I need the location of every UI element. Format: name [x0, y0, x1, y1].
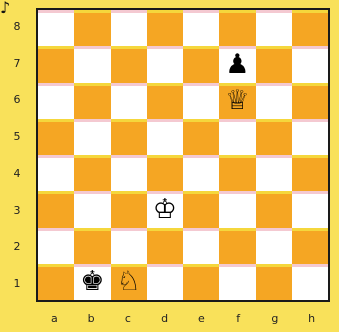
square-b2[interactable]	[74, 228, 110, 264]
square-f1[interactable]	[219, 264, 255, 300]
square-g4[interactable]	[256, 155, 292, 191]
square-d1[interactable]	[147, 264, 183, 300]
white-king-icon[interactable]: ♔	[153, 196, 177, 223]
square-d2[interactable]	[147, 228, 183, 264]
square-c3[interactable]	[111, 191, 147, 227]
rank-label-8: 8	[0, 8, 34, 45]
square-b4[interactable]	[74, 155, 110, 191]
white-knight-icon[interactable]: ♘	[117, 268, 141, 295]
file-label-g: g	[257, 306, 294, 330]
square-a7[interactable]	[38, 46, 74, 82]
square-h2[interactable]	[292, 228, 328, 264]
square-g5[interactable]	[256, 119, 292, 155]
square-d5[interactable]	[147, 119, 183, 155]
file-label-e: e	[183, 306, 220, 330]
square-c1[interactable]: ♘	[111, 264, 147, 300]
square-g1[interactable]	[256, 264, 292, 300]
rank-label-6: 6	[0, 82, 34, 119]
square-f2[interactable]	[219, 228, 255, 264]
board-frame: ♟ ♕ ♔ ♚ ♘	[36, 8, 330, 302]
square-h3[interactable]	[292, 191, 328, 227]
square-c6[interactable]	[111, 83, 147, 119]
square-a3[interactable]	[38, 191, 74, 227]
white-queen-icon[interactable]: ♕	[225, 87, 249, 114]
rank-label-5: 5	[0, 118, 34, 155]
square-f5[interactable]	[219, 119, 255, 155]
square-e1[interactable]	[183, 264, 219, 300]
square-e8[interactable]	[183, 10, 219, 46]
square-e7[interactable]	[183, 46, 219, 82]
square-d4[interactable]	[147, 155, 183, 191]
square-a1[interactable]	[38, 264, 74, 300]
square-g3[interactable]	[256, 191, 292, 227]
square-f6[interactable]: ♕	[219, 83, 255, 119]
square-b8[interactable]	[74, 10, 110, 46]
file-label-c: c	[110, 306, 147, 330]
square-c7[interactable]	[111, 46, 147, 82]
rank-label-3: 3	[0, 192, 34, 229]
file-label-f: f	[220, 306, 257, 330]
file-label-h: h	[293, 306, 330, 330]
square-g8[interactable]	[256, 10, 292, 46]
square-h6[interactable]	[292, 83, 328, 119]
square-f7[interactable]: ♟	[219, 46, 255, 82]
square-h1[interactable]	[292, 264, 328, 300]
square-f8[interactable]	[219, 10, 255, 46]
square-b3[interactable]	[74, 191, 110, 227]
square-g6[interactable]	[256, 83, 292, 119]
square-b5[interactable]	[74, 119, 110, 155]
rank-label-4: 4	[0, 155, 34, 192]
rank-label-1: 1	[0, 265, 34, 302]
square-b6[interactable]	[74, 83, 110, 119]
black-pawn-icon[interactable]: ♟	[225, 51, 249, 78]
black-king-icon[interactable]: ♚	[80, 268, 104, 295]
square-e3[interactable]	[183, 191, 219, 227]
file-label-a: a	[36, 306, 73, 330]
chessboard: ♟ ♕ ♔ ♚ ♘	[38, 10, 328, 300]
square-a4[interactable]	[38, 155, 74, 191]
square-h7[interactable]	[292, 46, 328, 82]
square-c2[interactable]	[111, 228, 147, 264]
square-e6[interactable]	[183, 83, 219, 119]
square-g7[interactable]	[256, 46, 292, 82]
rank-label-2: 2	[0, 229, 34, 266]
square-d7[interactable]	[147, 46, 183, 82]
square-h4[interactable]	[292, 155, 328, 191]
square-e4[interactable]	[183, 155, 219, 191]
square-e2[interactable]	[183, 228, 219, 264]
file-label-d: d	[146, 306, 183, 330]
square-c8[interactable]	[111, 10, 147, 46]
file-label-b: b	[73, 306, 110, 330]
square-d6[interactable]	[147, 83, 183, 119]
rank-label-7: 7	[0, 45, 34, 82]
square-a6[interactable]	[38, 83, 74, 119]
square-f4[interactable]	[219, 155, 255, 191]
square-e5[interactable]	[183, 119, 219, 155]
square-c5[interactable]	[111, 119, 147, 155]
square-g2[interactable]	[256, 228, 292, 264]
square-d8[interactable]	[147, 10, 183, 46]
square-c4[interactable]	[111, 155, 147, 191]
square-b1[interactable]: ♚	[74, 264, 110, 300]
square-d3[interactable]: ♔	[147, 191, 183, 227]
square-h5[interactable]	[292, 119, 328, 155]
square-a8[interactable]	[38, 10, 74, 46]
square-h8[interactable]	[292, 10, 328, 46]
square-b7[interactable]	[74, 46, 110, 82]
square-a2[interactable]	[38, 228, 74, 264]
square-f3[interactable]	[219, 191, 255, 227]
square-a5[interactable]	[38, 119, 74, 155]
